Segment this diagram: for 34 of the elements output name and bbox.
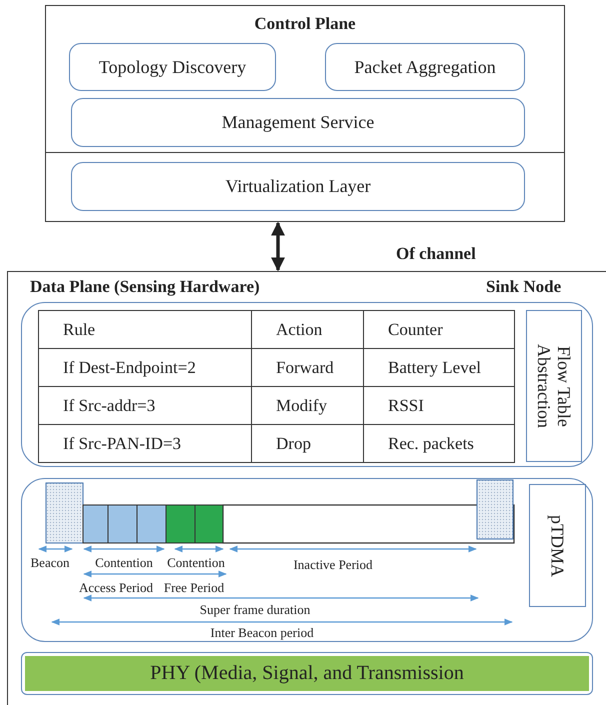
header-cell: Counter	[363, 310, 515, 349]
table-cell: Rec. packets	[363, 424, 515, 463]
period-label: Inter Beacon period	[210, 625, 314, 641]
rounded-panel	[21, 478, 593, 642]
plane-box	[45, 5, 565, 222]
period-label: Inactive Period	[293, 557, 373, 573]
label-box	[526, 310, 582, 462]
period-label: Contention	[167, 555, 225, 571]
channel-label: Of channel	[396, 244, 476, 264]
label-box	[529, 484, 586, 607]
module-label: Virtualization Layer	[225, 176, 371, 197]
period-label: Access Period	[79, 580, 153, 596]
plane-box	[7, 271, 606, 705]
module-label: Topology Discovery	[98, 56, 246, 78]
vertical-label: Flow Table Abstraction	[534, 343, 574, 430]
plane-title: Control Plane	[253, 14, 357, 34]
module-box	[325, 43, 525, 91]
module-label: Packet Aggregation	[354, 56, 496, 78]
module-box	[71, 98, 525, 147]
period-label: Super frame duration	[200, 602, 310, 618]
period-label: Free Period	[164, 580, 224, 596]
rounded-panel	[21, 302, 593, 467]
period-label: Contention	[95, 555, 153, 571]
vertical-label: pTDMA	[548, 514, 568, 576]
double-arrow	[271, 222, 285, 272]
header-cell: Rule	[38, 310, 252, 349]
plane-title: Data Plane (Sensing Hardware)	[30, 277, 260, 297]
table-cell: If Src-PAN-ID=3	[38, 424, 252, 463]
module-box	[69, 43, 276, 91]
module-label: Management Service	[222, 112, 374, 133]
layer-bar: PHY (Media, Signal, and Transmission	[21, 652, 593, 695]
plane-title: Sink Node	[486, 277, 562, 297]
period-label: Beacon	[30, 555, 70, 571]
module-box	[71, 162, 525, 211]
